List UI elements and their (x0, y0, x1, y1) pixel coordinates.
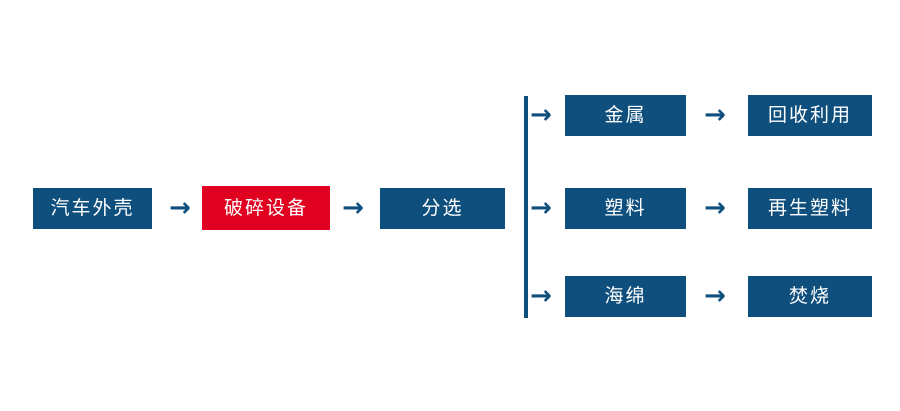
arrow-right-icon-3: → (704, 100, 726, 130)
arrow-right-icon-branch-metal: → (530, 100, 552, 130)
node-metal[interactable]: 金属 (565, 95, 686, 136)
arrow-right-icon-branch-sponge: → (530, 281, 552, 311)
arrow-right-icon-4: → (704, 193, 726, 223)
node-car-shell[interactable]: 汽车外壳 (33, 188, 152, 229)
node-plastic[interactable]: 塑料 (565, 188, 686, 229)
arrow-right-icon-branch-plastic: → (530, 193, 552, 223)
node-incineration[interactable]: 焚烧 (748, 276, 872, 317)
node-shredder[interactable]: 破碎设备 (202, 186, 330, 230)
node-regrind[interactable]: 再生塑料 (748, 188, 872, 229)
branch-splitter-bar (524, 96, 528, 318)
arrow-right-icon-1: → (169, 193, 191, 223)
arrow-right-icon-5: → (704, 281, 726, 311)
node-recycle[interactable]: 回收利用 (748, 95, 872, 136)
node-sponge[interactable]: 海绵 (565, 276, 686, 317)
node-sorting[interactable]: 分选 (380, 188, 505, 229)
arrow-right-icon-2: → (342, 193, 364, 223)
